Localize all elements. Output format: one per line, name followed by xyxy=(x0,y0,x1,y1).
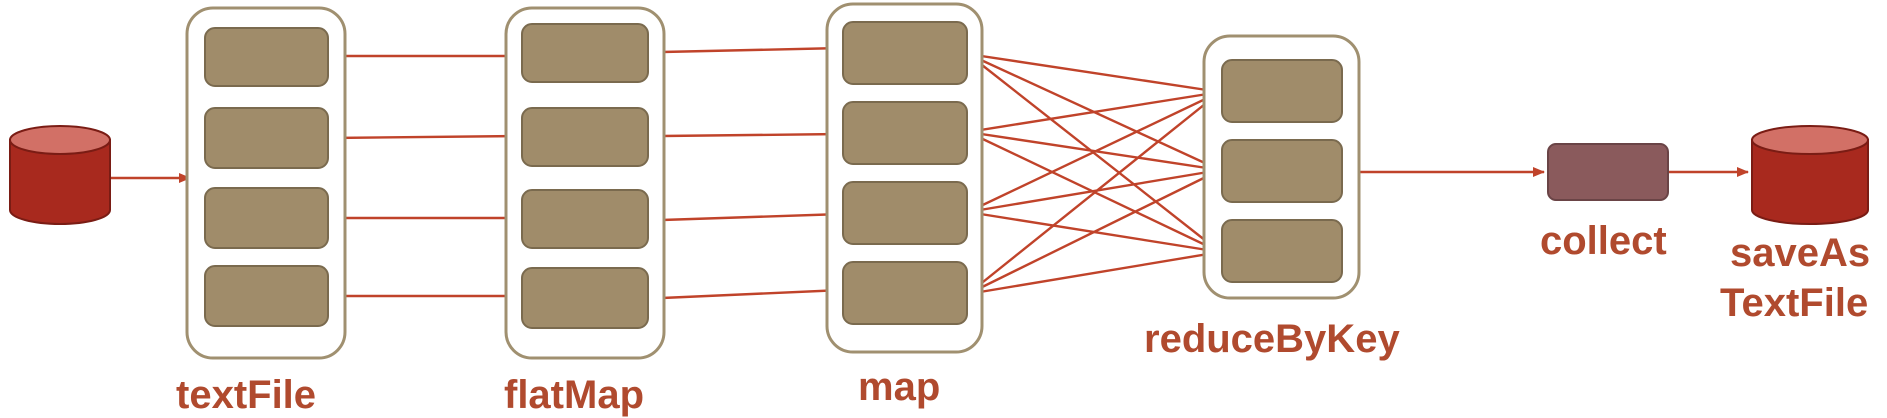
partition-textfile-4 xyxy=(204,265,329,327)
label-saveas-line1: saveAs xyxy=(1730,231,1870,275)
partition-reducebykey-3 xyxy=(1221,219,1343,283)
edge-shuffle-3-1 xyxy=(967,90,1221,214)
edge-flatmap-map-2 xyxy=(661,129,843,140)
edge-shuffle-4-1 xyxy=(967,91,1221,295)
partition-textfile-3 xyxy=(204,187,329,249)
partition-flatmap-4 xyxy=(521,267,649,329)
collect-node xyxy=(1547,143,1669,201)
partition-map-2 xyxy=(842,101,968,165)
edge-shuffle-1-1 xyxy=(967,52,1221,96)
edge-shuffle-3-2 xyxy=(967,166,1221,214)
sink-database-icon xyxy=(1751,125,1869,225)
label-textfile: textFile xyxy=(176,373,316,417)
partition-map-4 xyxy=(842,261,968,325)
label-flatmap: flatMap xyxy=(504,373,644,417)
edges xyxy=(110,43,1749,301)
edge-flatmap-map-3 xyxy=(661,209,843,222)
partition-flatmap-2 xyxy=(521,107,649,167)
edge-flatmap-map-4 xyxy=(661,285,843,300)
label-reducebykey: reduceByKey xyxy=(1144,317,1400,361)
stage-flatmap xyxy=(504,6,666,360)
partition-textfile-1 xyxy=(204,27,329,87)
partition-reducebykey-2 xyxy=(1221,139,1343,203)
stage-map xyxy=(825,2,984,354)
partition-reducebykey-1 xyxy=(1221,59,1343,123)
partition-textfile-2 xyxy=(204,107,329,169)
partition-flatmap-1 xyxy=(521,23,649,83)
stage-reducebykey xyxy=(1202,34,1361,300)
label-saveas-line2: TextFile xyxy=(1720,281,1868,325)
edge-textfile-flatmap-2 xyxy=(329,131,521,142)
label-map: map xyxy=(858,365,940,409)
stage-textfile xyxy=(185,6,347,360)
partition-map-3 xyxy=(842,181,968,245)
partition-flatmap-3 xyxy=(521,189,649,249)
edge-shuffle-4-2 xyxy=(967,168,1221,296)
label-collect: collect xyxy=(1540,219,1667,263)
edge-shuffle-2-1 xyxy=(967,88,1221,134)
source-database-icon xyxy=(9,125,111,225)
edge-shuffle-4-3 xyxy=(967,248,1221,296)
partition-map-1 xyxy=(842,21,968,85)
edge-flatmap-map-1 xyxy=(661,43,843,54)
